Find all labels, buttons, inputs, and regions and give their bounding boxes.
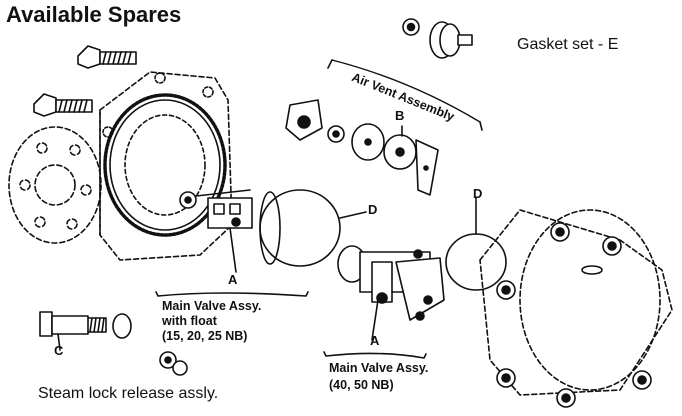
trap-cover-right <box>479 209 673 408</box>
bracket-mv-large <box>323 351 427 359</box>
left-flange <box>8 126 102 244</box>
valve-washers <box>159 351 188 376</box>
callout-c: C <box>54 343 64 358</box>
callout-a2: A <box>370 333 380 348</box>
callout-a1: A <box>228 272 238 287</box>
callout-d2: D <box>473 186 483 201</box>
bracket-mv-float <box>155 291 309 297</box>
steam-lock-label: Steam lock release assly. <box>38 385 219 402</box>
page-title: Available Spares <box>6 2 182 27</box>
gasket-set-e <box>402 18 473 59</box>
main-valve-large <box>337 245 445 341</box>
main-valve-float <box>179 189 253 273</box>
callout-d1: D <box>368 202 378 217</box>
main-valve-float-label-line3: (15, 20, 25 NB) <box>162 329 248 343</box>
bolt-lower <box>33 93 93 117</box>
gasket-set-label: Gasket set - E <box>517 36 619 53</box>
main-valve-float-label-line1: Main Valve Assy. <box>162 299 262 313</box>
float-ball-d1 <box>259 189 367 267</box>
steam-lock-release <box>39 311 132 351</box>
air-vent-assembly <box>285 59 483 196</box>
main-valve-float-label-line2: with float <box>162 314 217 328</box>
cover-gasket-ring <box>103 93 227 237</box>
callout-b: B <box>395 108 405 123</box>
bolt-upper <box>77 45 137 69</box>
main-valve-large-label-line1: Main Valve Assy. <box>329 361 429 375</box>
main-valve-large-label-line2: (40, 50 NB) <box>329 378 394 392</box>
float-ball-d2 <box>445 197 507 291</box>
